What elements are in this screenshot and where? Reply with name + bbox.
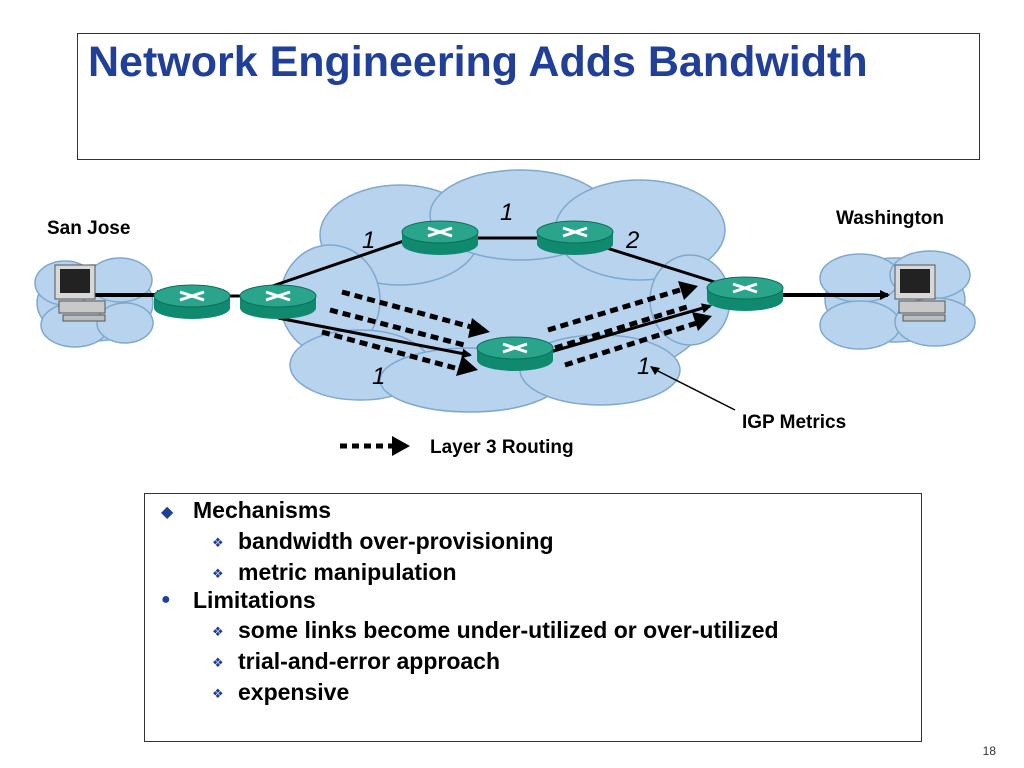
router-r2: [239, 284, 317, 319]
metric-bottom-right: 1: [637, 353, 650, 380]
bullet-limitations-item: some links become under-utilized or over…: [238, 617, 779, 643]
legend-label: Layer 3 Routing: [430, 437, 574, 458]
route-4: [547, 287, 681, 333]
metric-top-right: 2: [625, 227, 639, 254]
slide-title: Network Engineering Adds Bandwidth: [88, 38, 868, 86]
bullet-limitations-item: trial-and-error approach: [238, 648, 500, 674]
bullet-mechanisms: Mechanisms: [193, 497, 332, 523]
router-r3: [401, 220, 479, 255]
bullet-box: ◆ Mechanisms ❖ bandwidth over-provisioni…: [144, 493, 922, 742]
route-6: [564, 319, 701, 368]
bullet-limitations: Limitations: [193, 587, 316, 613]
diamond-bullet-icon: ◆: [161, 504, 174, 521]
sub-bullet-icon: ❖: [212, 686, 224, 701]
metric-top-middle: 1: [500, 199, 513, 226]
sub-bullet-icon: ❖: [212, 566, 224, 581]
sub-bullet-icon: ❖: [212, 535, 224, 550]
router-r4: [536, 220, 614, 255]
computer-washington-icon: [894, 264, 946, 322]
route-1: [341, 289, 476, 331]
sub-bullet-icon: ❖: [212, 624, 224, 639]
label-igp-metrics: IGP Metrics: [742, 412, 846, 433]
route-3: [321, 329, 456, 371]
metric-top-left: 1: [362, 227, 375, 254]
label-washington: Washington: [836, 208, 944, 229]
legend-arrowhead: [392, 436, 410, 456]
link-top-left: [254, 230, 431, 294]
title-box: Network Engineering Adds Bandwidth: [77, 33, 980, 160]
bullet-limitations-item: expensive: [238, 679, 350, 705]
router-r6: [476, 336, 554, 371]
link-bottom-left: [277, 316, 472, 359]
computer-san-jose-icon: [54, 264, 106, 322]
slide-number: 18: [982, 744, 996, 758]
dot-bullet-icon: ●: [161, 591, 171, 608]
label-san-jose: San Jose: [47, 218, 130, 239]
router-r5: [706, 276, 784, 311]
sub-bullet-icon: ❖: [212, 655, 224, 670]
cloud-center: [279, 169, 731, 413]
bullet-mechanisms-item: metric manipulation: [238, 559, 457, 585]
router-r1: [153, 284, 231, 319]
metric-bottom-left: 1: [372, 363, 385, 390]
link-bottom-right: [549, 303, 712, 354]
routing-arrowheads: [456, 281, 712, 376]
route-2: [329, 307, 469, 349]
igp-callout-line: [651, 367, 736, 411]
network-diagram: San Jose Washington IGP Metrics 1 1 2 1 …: [34, 169, 976, 458]
route-5: [554, 303, 691, 351]
routing-paths: [321, 287, 701, 371]
bullet-mechanisms-item: bandwidth over-provisioning: [238, 528, 554, 554]
